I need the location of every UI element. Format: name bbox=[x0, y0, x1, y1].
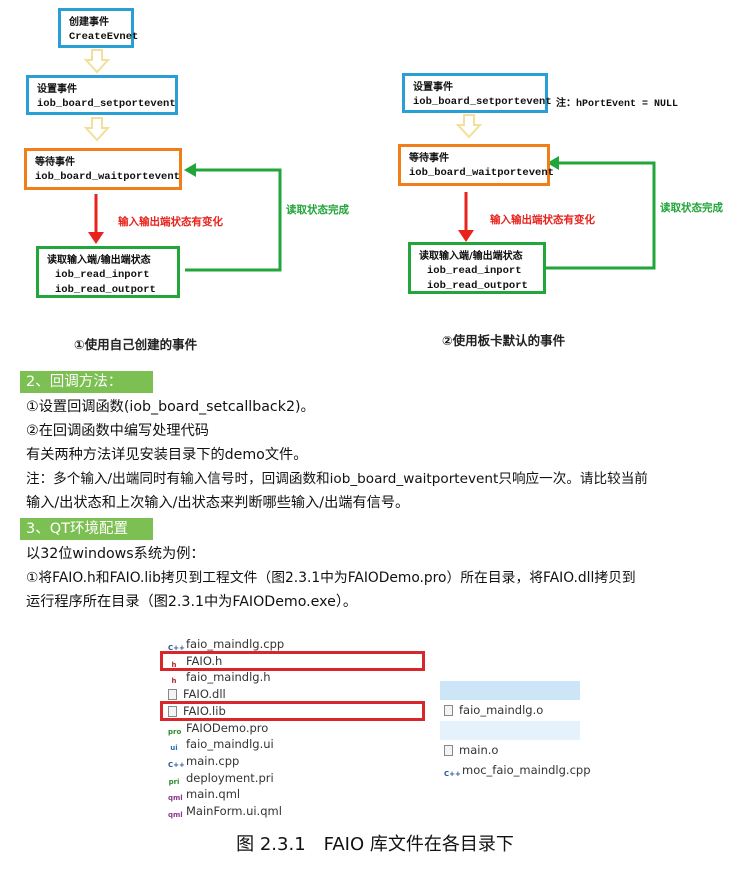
cpp-file-icon: C++ bbox=[168, 760, 185, 769]
file-row[interactable]: h FAIO.h bbox=[168, 653, 223, 670]
read-outport-func-1: iob_read_outport bbox=[55, 284, 156, 296]
file-name: main.cpp bbox=[186, 753, 240, 768]
set-event-func-1: iob_board_setportevent bbox=[37, 98, 176, 110]
section3-line-3: 运行程序所在目录（图2.3.1中为FAIODemo.exe）。 bbox=[26, 594, 358, 610]
read-done-label-2: 读取状态完成 bbox=[660, 202, 723, 214]
file-name: MainForm.ui.qml bbox=[186, 804, 282, 818]
file-name: FAIO.lib bbox=[183, 703, 226, 718]
file-row[interactable]: ui faio_maindlg.ui bbox=[168, 736, 274, 753]
create-event-func: CreateEvnet bbox=[69, 31, 139, 43]
create-event-box: 创建事件 CreateEvnet bbox=[58, 8, 139, 48]
set-event-title-1: 设置事件 bbox=[37, 84, 77, 95]
file-row[interactable]: C++main.cpp bbox=[168, 753, 239, 770]
cpp-file-icon: C++ bbox=[168, 644, 185, 652]
set-event-title-2: 设置事件 bbox=[413, 82, 453, 93]
section2-line-5: 输入/出状态和上次输入/出状态来判断哪些输入/出端有信号。 bbox=[26, 495, 410, 511]
file-name: main.o bbox=[459, 743, 499, 757]
green-arrow-head-2 bbox=[547, 156, 559, 170]
file-name: faio_maindlg.h bbox=[186, 670, 271, 685]
file-row[interactable]: C++moc_faio_maindlg.cpp bbox=[444, 762, 591, 779]
file-name: moc_faio_maindlg.cpp bbox=[462, 763, 591, 777]
section3-line-2: ①将FAIO.h和FAIO.lib拷贝到工程文件（图2.3.1中为FAIODem… bbox=[26, 570, 636, 586]
hollow-arrow-set-to-wait bbox=[83, 117, 111, 142]
wait-event-func-2: iob_board_waitportevent bbox=[409, 167, 554, 179]
green-arrow-head bbox=[184, 163, 196, 177]
diagram1-caption: ①使用自己创建的事件 bbox=[74, 337, 198, 352]
diagram2-caption: ②使用板卡默认的事件 bbox=[442, 333, 566, 348]
qml-file-icon: qml bbox=[168, 811, 183, 819]
create-event-title: 创建事件 bbox=[69, 17, 109, 28]
file-row[interactable]: FAIO.lib bbox=[168, 703, 226, 720]
green-return-line-2 bbox=[545, 161, 656, 270]
state-changed-label-1: 输入输出端状态有变化 bbox=[118, 216, 223, 228]
wait-event-title-1: 等待事件 bbox=[35, 157, 75, 168]
ui-file-icon: ui bbox=[170, 744, 178, 753]
diagram1-connectors bbox=[83, 49, 282, 272]
section2-line-2: ②在回调函数中编写处理代码 bbox=[26, 423, 209, 439]
file-name: main.qml bbox=[186, 787, 241, 802]
set-event-box-2: 设置事件 iob_board_setportevent bbox=[402, 73, 552, 113]
file-row[interactable]: C++faio_maindlg.cpp bbox=[168, 636, 284, 653]
file-row[interactable]: main.o bbox=[444, 742, 498, 759]
file-name: faio_maindlg.o bbox=[459, 703, 544, 717]
file-row[interactable]: FAIO.dll bbox=[168, 686, 226, 703]
file-row[interactable]: pri deployment.pri bbox=[168, 770, 274, 787]
h-file-icon: h bbox=[171, 660, 177, 669]
read-state-title-1: 读取输入端/输出端状态 bbox=[47, 255, 151, 266]
hportevent-note: 注：hPortEvent = NULL bbox=[556, 99, 679, 110]
read-done-label-1: 读取状态完成 bbox=[286, 204, 349, 216]
wait-event-box-1: 等待事件 iob_board_waitportevent bbox=[24, 148, 182, 190]
o-file-icon bbox=[444, 705, 453, 716]
wait-event-func-1: iob_board_waitportevent bbox=[35, 171, 180, 183]
selected-row-faiodemo-exe bbox=[440, 721, 580, 740]
read-inport-func-1: iob_read_inport bbox=[55, 269, 150, 281]
diagram2-connectors bbox=[455, 114, 656, 270]
file-name: FAIO.dll bbox=[183, 687, 226, 702]
hollow-arrow-create-to-set bbox=[83, 49, 111, 74]
file-row[interactable]: pro FAIODemo.pro bbox=[168, 720, 268, 737]
lib-file-icon bbox=[168, 705, 177, 717]
section2-line-1: ①设置回调函数(iob_board_setcallback2)。 bbox=[26, 399, 315, 415]
read-inport-func-2: iob_read_inport bbox=[427, 265, 522, 277]
dll-file-icon bbox=[168, 689, 177, 701]
section2-heading: 2、回调方法： bbox=[20, 371, 153, 393]
read-outport-func-2: iob_read_outport bbox=[427, 280, 528, 292]
file-row[interactable]: faio_maindlg.o bbox=[444, 702, 543, 719]
wait-event-box-2: 等待事件 iob_board_waitportevent bbox=[398, 144, 554, 186]
green-return-line bbox=[185, 168, 282, 272]
highlight-faio-lib bbox=[160, 701, 425, 721]
wait-event-title-2: 等待事件 bbox=[409, 153, 449, 164]
file-name: faio_maindlg.ui bbox=[186, 737, 274, 752]
read-state-title-2: 读取输入端/输出端状态 bbox=[419, 251, 523, 262]
file-name: deployment.pri bbox=[186, 770, 274, 785]
pri-file-icon: pri bbox=[168, 777, 180, 786]
selected-row-faio-dll bbox=[440, 681, 580, 700]
section3-line-1: 以32位windows系统为例： bbox=[26, 546, 205, 562]
state-changed-label-2: 输入输出端状态有变化 bbox=[490, 214, 595, 226]
set-event-func-2: iob_board_setportevent bbox=[413, 96, 552, 108]
section2-line-3: 有关两种方法详见安装目录下的demo文件。 bbox=[26, 447, 308, 463]
figure-caption: 图 2.3.1 FAIO 库文件在各目录下 bbox=[236, 834, 514, 855]
qml-file-icon: qml bbox=[168, 794, 183, 803]
hollow-arrow-set-to-wait-2 bbox=[455, 114, 483, 139]
o-file-icon bbox=[444, 745, 453, 756]
pro-file-icon: pro bbox=[168, 727, 182, 736]
file-name: FAIO.h bbox=[186, 653, 223, 668]
file-name: faio_maindlg.cpp bbox=[186, 637, 285, 651]
file-row[interactable]: h faio_maindlg.h bbox=[168, 669, 271, 686]
set-event-box-1: 设置事件 iob_board_setportevent bbox=[26, 75, 178, 115]
h-file-icon: h bbox=[171, 677, 177, 686]
file-name: FAIODemo.pro bbox=[186, 720, 269, 735]
red-arrow-head-2 bbox=[458, 230, 474, 242]
section3-heading: 3、QT环境配置 bbox=[20, 518, 153, 540]
section2-line-4: 注：多个输入/出端同时有输入信号时，回调函数和iob_board_waitpor… bbox=[26, 471, 648, 487]
read-state-box-2: 读取输入端/输出端状态 iob_read_inport iob_read_out… bbox=[408, 242, 546, 294]
red-arrow-head bbox=[88, 232, 104, 244]
read-state-box-1: 读取输入端/输出端状态 iob_read_inport iob_read_out… bbox=[36, 246, 180, 298]
highlight-faio-h bbox=[160, 651, 425, 671]
cpp-file-icon: C++ bbox=[444, 770, 461, 778]
